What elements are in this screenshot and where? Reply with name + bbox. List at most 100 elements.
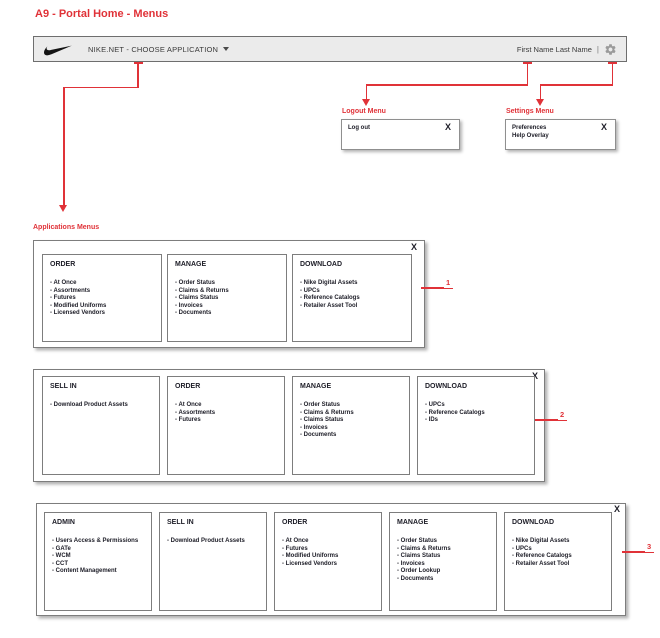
app-chooser-dropdown[interactable]: NIKE.NET - CHOOSE APPLICATION xyxy=(88,44,230,54)
annotation-line xyxy=(526,62,528,86)
close-icon[interactable]: X xyxy=(444,122,451,132)
menu-item-link[interactable]: - Documents xyxy=(300,432,337,438)
menu-item-link[interactable]: Preferences xyxy=(512,125,547,131)
applications-menu-panel-1: X ORDER- At Once- Assortments- Futures- … xyxy=(33,240,425,348)
annotation-line xyxy=(611,62,613,86)
app-chooser-label: NIKE.NET - CHOOSE APPLICATION xyxy=(88,44,219,54)
menu-item-link[interactable]: - Download Product Assets xyxy=(167,538,245,544)
menu-item-link[interactable]: - Modified Uniforms xyxy=(50,302,107,309)
menu-item-link[interactable]: Help Overlay xyxy=(512,133,549,139)
menu-item-link[interactable]: - Modified Uniforms xyxy=(282,553,339,559)
menu-item-link[interactable]: - Users Access & Permissions xyxy=(52,538,139,544)
menu-item-link[interactable]: - UPCs xyxy=(512,545,532,552)
annotation-line xyxy=(137,62,139,88)
arrowhead-icon xyxy=(361,98,370,106)
menu-item-link[interactable]: - At Once xyxy=(50,280,77,286)
logout-menu: X Log out xyxy=(341,119,460,150)
menu-item-link[interactable]: - At Once xyxy=(175,402,202,408)
menu-item-link[interactable]: - Order Status xyxy=(300,402,341,408)
menu-column: MANAGE- Order Status- Claims & Returns- … xyxy=(389,512,497,611)
portal-header-bar: NIKE.NET - CHOOSE APPLICATION First Name… xyxy=(33,36,627,62)
menu-item-link[interactable]: Log out xyxy=(348,125,370,131)
close-icon[interactable]: X xyxy=(410,242,417,252)
menu-item-link[interactable]: - Reference Catalogs xyxy=(425,409,485,416)
menu-item-link[interactable]: - Invoices xyxy=(175,302,203,309)
ref-number-3: 3 xyxy=(644,542,655,553)
menu-item-link[interactable]: - Futures xyxy=(175,417,201,423)
annotation-line xyxy=(365,84,528,86)
close-icon[interactable]: X xyxy=(600,122,607,132)
menu-item-link[interactable]: - Claims & Returns xyxy=(300,409,354,416)
menu-item-link[interactable]: - Nike Digital Assets xyxy=(300,280,358,286)
menu-column-title: ADMIN xyxy=(52,519,75,526)
close-icon[interactable]: X xyxy=(613,504,620,514)
menu-item-link[interactable]: - GATe xyxy=(52,545,71,552)
menu-item-link[interactable]: - Claims & Returns xyxy=(397,545,451,552)
menu-item-link[interactable]: - Documents xyxy=(175,310,212,316)
menu-item-link[interactable]: - Retailer Asset Tool xyxy=(512,560,570,567)
menu-item-link[interactable]: - Retailer Asset Tool xyxy=(300,302,358,309)
menu-item-link[interactable]: - Claims Status xyxy=(397,553,441,559)
menu-item-link[interactable]: - Download Product Assets xyxy=(50,402,128,408)
menu-item-link[interactable]: - IDs xyxy=(425,417,439,423)
menu-item-link[interactable]: - WCM xyxy=(52,553,71,559)
menu-column-title: MANAGE xyxy=(397,519,429,526)
menu-item-link[interactable]: - Reference Catalogs xyxy=(300,295,360,301)
menu-item-link[interactable]: - Order Status xyxy=(175,280,216,286)
menu-item-link[interactable]: - Invoices xyxy=(300,424,328,431)
menu-item-link[interactable]: - Order Lookup xyxy=(397,568,441,574)
menu-item-link[interactable]: - Nike Digital Assets xyxy=(512,538,570,544)
logout-menu-label: Logout Menu xyxy=(342,108,386,115)
menu-item-link[interactable]: - Futures xyxy=(282,545,308,552)
annotation-line xyxy=(63,86,65,206)
menu-item-link[interactable]: - At Once xyxy=(282,538,309,544)
applications-menu-panel-2: X SELL IN- Download Product AssetsORDER-… xyxy=(33,369,545,482)
menu-item-link[interactable]: - Reference Catalogs xyxy=(512,553,572,559)
menu-column-title: DOWNLOAD xyxy=(512,519,554,526)
menu-item-link[interactable]: - UPCs xyxy=(300,287,320,294)
menu-column: ORDER - At Once- Assortments- Futures- Mo… xyxy=(42,254,162,342)
page-title: A9 - Portal Home - Menus xyxy=(35,8,169,20)
menu-column-title: DOWNLOAD xyxy=(425,383,467,390)
menu-column: DOWNLOAD - Nike Digital Assets- UPCs- Ref… xyxy=(292,254,412,342)
menu-column-title: DOWNLOAD xyxy=(300,261,342,268)
ref-line xyxy=(535,419,558,421)
menu-column-title: SELL IN xyxy=(167,519,194,526)
settings-menu-label: Settings Menu xyxy=(506,108,554,115)
menu-column: ORDER- At Once- Futures- Modified Unifor… xyxy=(274,512,382,611)
menu-item-link[interactable]: - Claims & Returns xyxy=(175,287,229,294)
annotation-line xyxy=(539,84,613,86)
menu-item-link[interactable]: - Order Status xyxy=(397,538,438,544)
arrowhead-icon xyxy=(59,205,68,212)
ref-number-1: 1 xyxy=(443,278,454,289)
menu-item-link[interactable]: - Documents xyxy=(397,575,434,582)
menu-column-title: MANAGE xyxy=(175,261,207,268)
menu-item-link[interactable]: - Invoices xyxy=(397,560,425,567)
menu-item-link[interactable]: - Assortments xyxy=(50,287,91,294)
user-name-menu[interactable]: First Name Last Name xyxy=(516,44,592,54)
menu-item-link[interactable]: - Claims Status xyxy=(300,417,344,423)
annotation-line xyxy=(63,86,139,88)
menu-item-link[interactable]: - Licensed Vendors xyxy=(282,560,338,567)
menu-item-link[interactable]: - Futures xyxy=(50,295,76,301)
nike-swoosh-icon xyxy=(43,45,72,55)
menu-item-link[interactable]: - Claims Status xyxy=(175,295,219,301)
menu-column: ORDER - At Once- Assortments- Futures xyxy=(167,376,285,475)
menu-item-link[interactable]: - Assortments xyxy=(175,409,216,416)
gear-icon[interactable] xyxy=(604,43,617,56)
menu-item-link[interactable]: - CCT xyxy=(52,560,68,567)
chevron-down-icon xyxy=(223,47,230,51)
menu-item-link[interactable]: - Licensed Vendors xyxy=(50,310,106,316)
menu-column: MANAGE- Order Status- Claims & Returns- … xyxy=(292,376,410,475)
menu-column-title: ORDER xyxy=(175,383,201,390)
applications-menu-panel-3: X ADMIN - Users Access & Permissions- GAT… xyxy=(36,503,626,616)
menu-item-link[interactable]: - UPCs xyxy=(425,402,445,408)
menu-column-title: ORDER xyxy=(50,261,76,268)
menu-item-link[interactable]: - Content Management xyxy=(52,568,117,574)
menu-column: SELL IN - Download Product Assets xyxy=(42,376,160,475)
ref-line xyxy=(421,287,444,289)
menu-column-title: SELL IN xyxy=(50,383,77,390)
menu-column: MANAGE- Order Status- Claims & Returns- … xyxy=(167,254,287,342)
